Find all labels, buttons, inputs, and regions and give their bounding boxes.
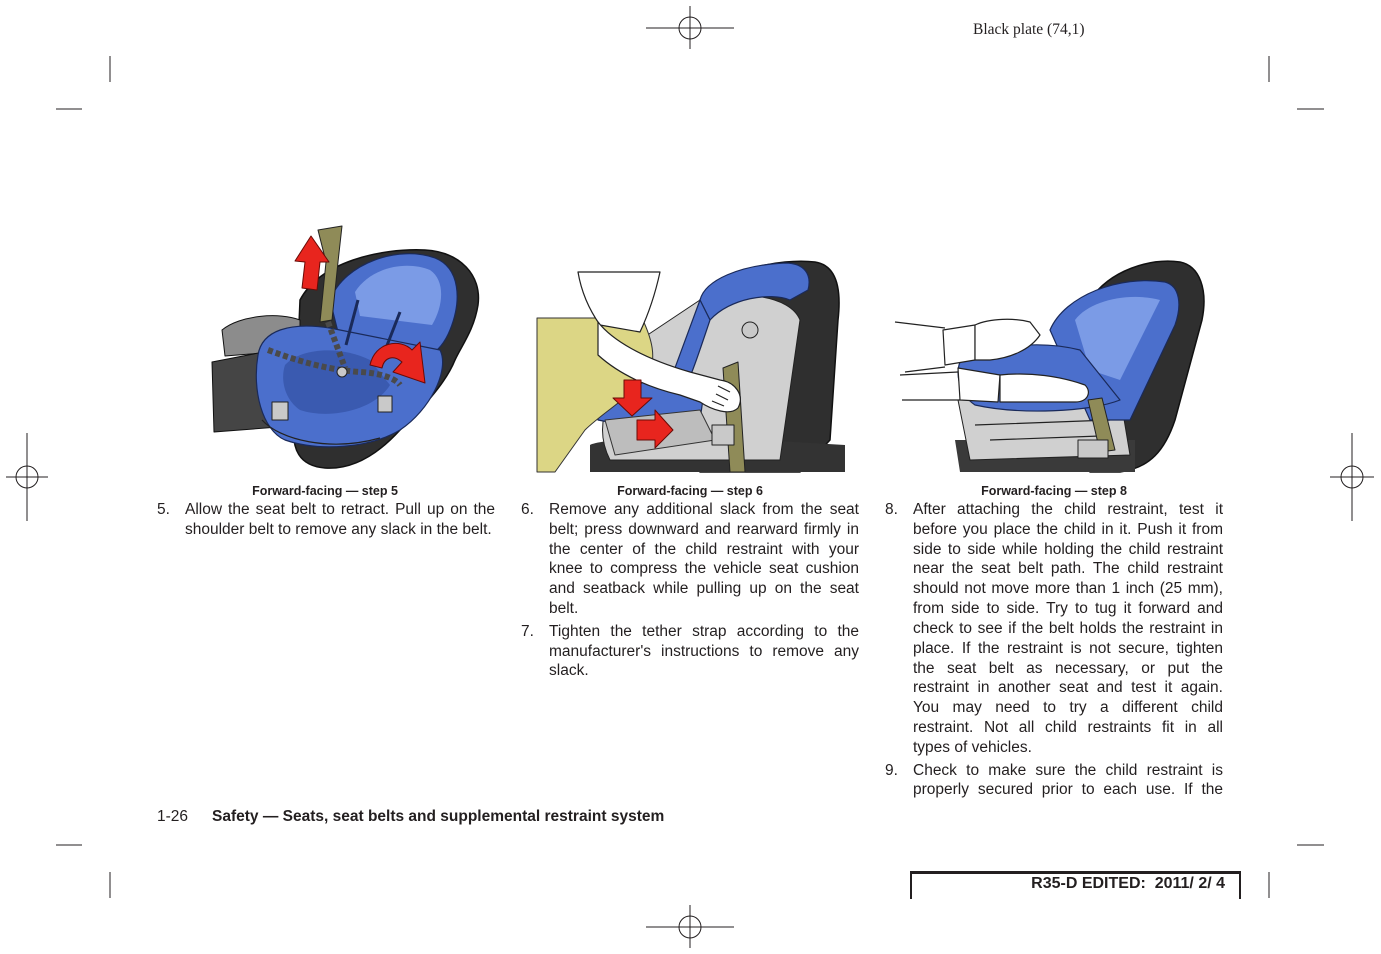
step-number: 7. [521, 622, 534, 640]
text-line: restraint. Not all child restraints fit … [913, 719, 1223, 737]
text-line: place. If the restraint is not secure, t… [913, 639, 1223, 657]
text-line: before you place the child in it. Push i… [913, 520, 1223, 538]
step-number: 9. [885, 761, 898, 779]
text-line: check to see if the belt holds the restr… [913, 619, 1223, 637]
corner-mark-bottom-left [56, 844, 111, 898]
step-item-8: 8. After attaching the child restraint, … [885, 500, 1223, 758]
text-line: side to side while holding the child res… [913, 540, 1223, 558]
text-line: knee to compress the vehicle seat cushio… [549, 560, 859, 578]
arrow-right-icon [636, 409, 674, 449]
figure-caption-step-8: Forward-facing — step 8 [981, 484, 1127, 498]
text-line: Allow the seat belt to retract. Pull up … [185, 501, 495, 518]
text-line: the seat belt as necessary, or put the [913, 659, 1223, 677]
text-line: properly secured prior to each use. If t… [913, 781, 1223, 799]
text-line: shoulder belt to remove any slack in the… [185, 520, 492, 538]
text-line: Tighten the tether strap according to th… [549, 622, 859, 640]
text-line: from side to side. Try to tug it forward… [913, 600, 1223, 618]
illustration-step-6 [530, 255, 850, 477]
arrow-down-icon [612, 379, 653, 417]
illustration-step-8 [890, 255, 1210, 477]
text-line: near the seat belt path. The child restr… [913, 560, 1223, 578]
text-line: Remove any additional slack from the sea… [549, 501, 859, 518]
step-number: 8. [885, 501, 898, 518]
illustration-step-6-drawing [536, 260, 845, 473]
text-line: manufacturer's instructions to remove an… [549, 642, 859, 660]
illustration-step-8-drawing [894, 260, 1205, 473]
corner-mark-bottom-right [1268, 844, 1324, 898]
text-line: the center of the child restraint with y… [549, 540, 859, 558]
text-line: types of vehicles. [913, 738, 1032, 756]
text-line: After attaching the child restraint, tes… [913, 501, 1223, 518]
registration-mark-right [1330, 433, 1374, 521]
step-item-9: 9. Check to make sure the child restrain… [885, 761, 1223, 801]
page-number: 1-26 [157, 808, 189, 825]
figure-caption-step-6: Forward-facing — step 6 [617, 484, 763, 498]
text-line: belt. [549, 600, 579, 618]
step-item-6: 6. Remove any additional slack from the … [521, 500, 859, 619]
registration-mark-top [646, 6, 734, 49]
text-line: Check to make sure the child restraint i… [913, 761, 1223, 779]
corner-mark-top-right [1268, 56, 1324, 110]
step-number: 6. [521, 501, 534, 518]
step-item-7: 7. Tighten the tether strap according to… [521, 622, 859, 681]
step-number: 5. [157, 501, 170, 518]
text-column-2: 6. Remove any additional slack from the … [521, 500, 859, 681]
seat-belt [266, 225, 403, 421]
seat-belt [1077, 397, 1116, 459]
text-line: restraint in another seat and test it ag… [913, 679, 1223, 697]
arrow-up-icon [294, 235, 330, 291]
section-title: Safety — Seats, seat belts and supplemen… [212, 808, 665, 825]
plate-label: Black plate (74,1) [973, 21, 1085, 38]
arm-hand [577, 271, 741, 413]
text-column-3: 8. After attaching the child restraint, … [885, 500, 1223, 800]
curved-arrow-icon [369, 341, 426, 384]
text-line: You may need to try a different child [913, 699, 1223, 717]
figure-caption-step-5: Forward-facing — step 5 [252, 484, 398, 498]
text-column-1: 5. Allow the seat belt to retract. Pull … [157, 500, 495, 540]
illustration-step-5 [155, 205, 495, 480]
edit-stamp-box: R35-D EDITED: 2011/ 2/ 4 [910, 871, 1241, 899]
text-line: belt; press downward and rearward firmly… [549, 520, 859, 538]
registration-mark-bottom [646, 905, 734, 948]
registration-mark-left [6, 433, 48, 521]
hands [894, 318, 1089, 403]
step-item-5: 5. Allow the seat belt to retract. Pull … [157, 500, 495, 540]
text-line: and seatback while pulling up on the sea… [549, 580, 859, 598]
text-line: slack. [549, 662, 589, 680]
text-line: should not move more than 1 inch (25 mm)… [913, 580, 1223, 598]
edit-stamp: R35-D EDITED: 2011/ 2/ 4 [1031, 875, 1225, 892]
illustration-step-5-drawing [211, 225, 480, 469]
corner-mark-top-left [56, 56, 111, 110]
